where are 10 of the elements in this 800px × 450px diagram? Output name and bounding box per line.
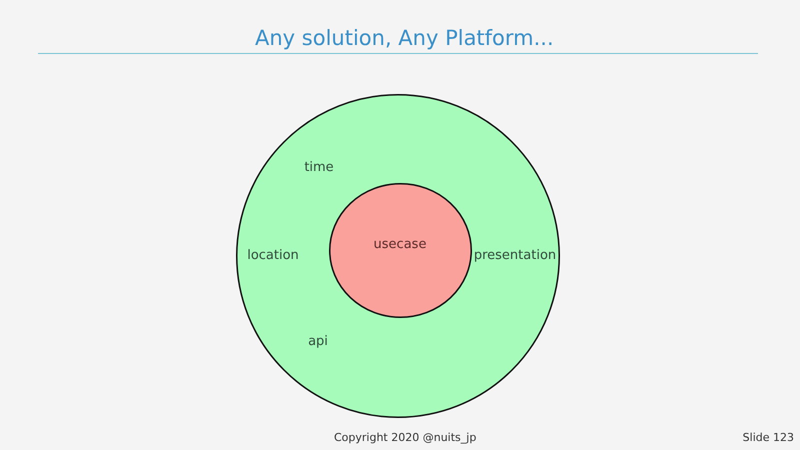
circle-label: api (308, 334, 328, 350)
outer-circle (236, 94, 560, 418)
inner-circle (329, 183, 472, 318)
copyright-notice: Copyright 2020 @nuits_jp (334, 431, 476, 445)
slide-title: Any solution, Any Platform... (255, 25, 554, 52)
circle-label: presentation (474, 248, 556, 264)
circle-label: usecase (374, 237, 426, 253)
circle-label: location (247, 248, 299, 264)
circle-label: time (304, 160, 334, 176)
slide-number: Slide 123 (742, 431, 794, 445)
